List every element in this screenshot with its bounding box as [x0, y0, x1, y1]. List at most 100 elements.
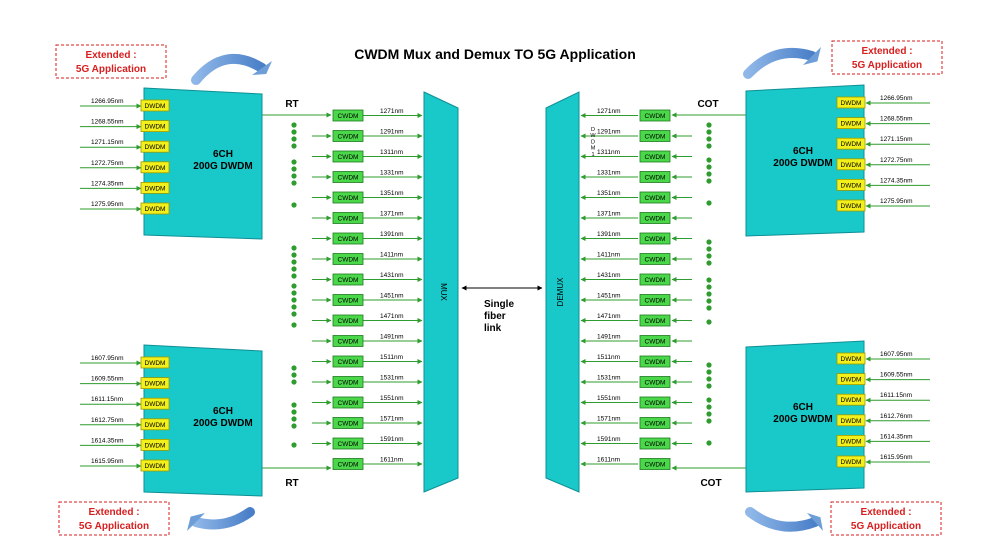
dwdm-wavelength-label: 1266.95nm: [91, 98, 124, 105]
cwdm-wavelength-label: 1451nm: [380, 293, 404, 300]
dwdm-channel-box: [836, 158, 866, 171]
green-dot: [706, 411, 712, 417]
cwdm-channel-label: CWDM: [338, 257, 359, 264]
extended-label-line1: Extended :: [860, 507, 911, 518]
dwdm-channel-label: DWDM: [841, 418, 862, 425]
green-dot: [706, 136, 712, 142]
dwdm-wavelength-label: 1614.35nm: [880, 433, 913, 440]
green-dot: [706, 376, 712, 382]
demux-block: [545, 91, 580, 493]
dwdm-channel-box: [836, 455, 866, 468]
extended-5g-box: [830, 501, 942, 536]
green-dot: [291, 423, 297, 429]
green-dot: [706, 122, 712, 128]
cwdm-channel-label: CWDM: [338, 195, 359, 202]
dwdm-channel-box: [140, 438, 170, 451]
cwdm-wavelength-label: 1571nm: [597, 416, 621, 423]
cwdm-channel-box: [332, 437, 364, 450]
dwdm-channel-label: DWDM: [145, 401, 166, 408]
diagram-title: CWDM Mux and Demux TO 5G Application: [354, 46, 636, 62]
blue-arrowhead: [252, 61, 272, 75]
cwdm-channel-box: [639, 109, 671, 122]
dwdm-channel-label: DWDM: [145, 103, 166, 110]
cwdm-wavelength-label: 1371nm: [597, 211, 621, 218]
stray-letter: 1: [591, 152, 594, 158]
green-dot: [291, 290, 297, 296]
green-dot: [706, 305, 712, 311]
cwdm-wavelength-label: 1491nm: [380, 334, 404, 341]
dwdm-channel-box: [836, 373, 866, 386]
dwdm-wavelength-label: 1612.76nm: [880, 413, 913, 420]
cwdm-channel-label: CWDM: [645, 277, 666, 284]
cwdm-channel-box: [332, 191, 364, 204]
green-dot: [706, 362, 712, 368]
green-dot: [291, 379, 297, 385]
green-dot: [291, 365, 297, 371]
dwdm-wavelength-label: 1609.55nm: [880, 372, 913, 379]
dwdm-wavelength-label: 1275.95nm: [880, 198, 913, 205]
cwdm-channel-box: [639, 232, 671, 245]
dwdm-block-subtitle: 200G DWDM: [193, 161, 252, 172]
dwdm-channel-label: DWDM: [841, 121, 862, 128]
green-dot: [706, 164, 712, 170]
stray-letter: D: [591, 139, 595, 145]
cwdm-channel-box: [332, 314, 364, 327]
dwdm-wavelength-label: 1268.55nm: [880, 116, 913, 123]
dwdm-block-title: 6CH: [213, 149, 233, 160]
cwdm-channel-box: [332, 417, 364, 429]
dwdm-wavelength-label: 1607.95nm: [880, 351, 913, 358]
dwdm-channel-label: DWDM: [841, 356, 862, 363]
green-dot: [291, 259, 297, 265]
dwdm-wavelength-label: 1274.35nm: [880, 177, 913, 184]
cwdm-channel-box: [332, 130, 364, 142]
dwdm-channel-label: DWDM: [841, 141, 862, 148]
cwdm-wavelength-label: 1531nm: [380, 375, 404, 382]
green-dot: [291, 273, 297, 279]
dwdm-block-subtitle: 200G DWDM: [193, 418, 252, 429]
green-dot: [291, 166, 297, 172]
cwdm-channel-box: [332, 253, 364, 265]
dwdm-block: [745, 84, 865, 237]
dwdm-channel-box: [140, 161, 170, 174]
green-dot: [291, 283, 297, 289]
cwdm-channel-label: CWDM: [645, 421, 666, 428]
dwdm-channel-box: [836, 178, 866, 191]
demux-label: DEMUX: [556, 277, 565, 307]
cwdm-channel-box: [639, 294, 671, 306]
green-dot: [706, 178, 712, 184]
cot-label-bottom: COT: [700, 478, 721, 489]
rt-label-bottom: RT: [285, 478, 298, 489]
cwdm-channel-box: [639, 335, 671, 347]
cwdm-wavelength-label: 1551nm: [597, 395, 621, 402]
dwdm-wavelength-label: 1266.95nm: [880, 95, 913, 102]
cwdm-channel-label: CWDM: [645, 113, 666, 120]
dwdm-channel-box: [140, 120, 170, 132]
cwdm-channel-box: [639, 212, 671, 224]
green-dot: [706, 298, 712, 304]
cwdm-channel-label: CWDM: [338, 134, 359, 141]
single-fiber-label: Single: [484, 299, 514, 310]
cwdm-channel-box: [639, 130, 671, 142]
green-dot: [706, 404, 712, 410]
extended-5g-box: [55, 44, 167, 79]
cwdm-channel-label: CWDM: [338, 339, 359, 346]
blue-arrowhead: [807, 513, 823, 531]
cwdm-wavelength-label: 1411nm: [380, 252, 403, 259]
dwdm-wavelength-label: 1615.95nm: [91, 458, 124, 465]
green-dot: [291, 311, 297, 317]
green-dot: [706, 277, 712, 283]
blue-arc-arrow: [743, 48, 817, 79]
green-dot: [706, 246, 712, 252]
single-fiber-label: link: [484, 323, 502, 334]
cwdm-channel-label: CWDM: [338, 400, 359, 407]
cwdm-channel-box: [332, 212, 364, 224]
dwdm-channel-label: DWDM: [841, 100, 862, 107]
extended-5g-box: [831, 40, 943, 75]
cwdm-channel-label: CWDM: [645, 462, 666, 469]
dwdm-channel-box: [836, 434, 866, 447]
green-dot: [291, 266, 297, 272]
extended-label-line2: 5G Application: [852, 60, 922, 71]
blue-arc-arrow: [191, 507, 255, 530]
green-dot: [291, 409, 297, 415]
cwdm-wavelength-label: 1451nm: [597, 293, 621, 300]
